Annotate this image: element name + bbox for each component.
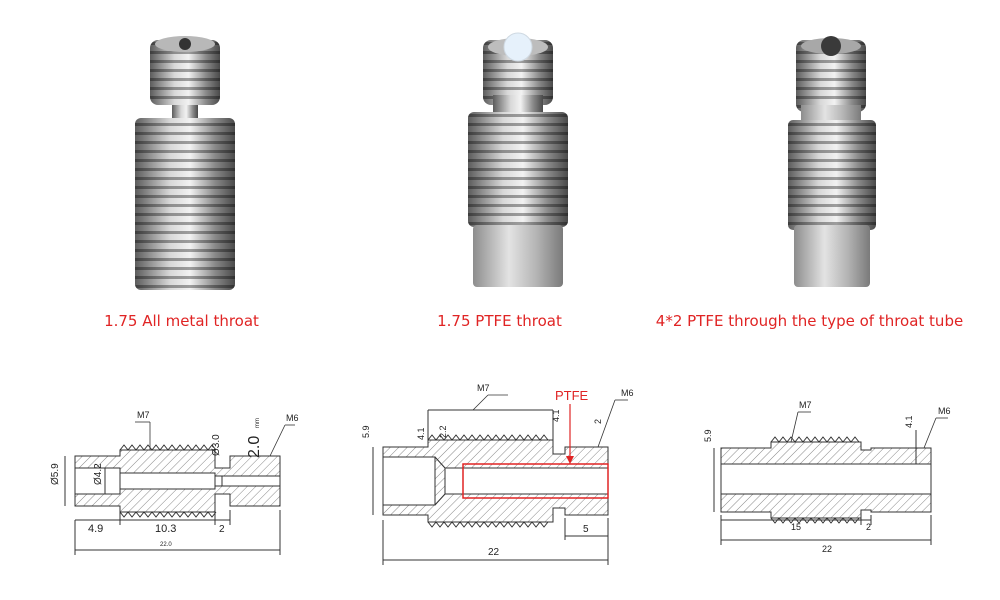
caption-ptfe-through-throat: 4*2 PTFE through the type of throat tube (655, 312, 964, 330)
dim-neck-unit: mm (255, 418, 261, 428)
dim-d1: 4.1 (904, 415, 914, 428)
dim-total: 22.0 (160, 542, 172, 548)
dim-thread-bottom: M6 (286, 413, 299, 423)
dim-neck-length: 2.0 (246, 436, 263, 458)
dim-len-a: 5 (583, 524, 589, 535)
dim-thread-top: M7 (799, 400, 812, 410)
photo-ptfe-through-throat (788, 36, 876, 287)
dim-len-a: 4.9 (88, 523, 103, 535)
dim-outer-dia: Ø5.9 (50, 463, 61, 485)
caption-all-metal-throat: 1.75 All metal throat (104, 312, 259, 330)
dim-thread-bottom: M6 (621, 388, 634, 398)
dim-outer-dia: 5.9 (361, 425, 371, 438)
dim-len-a: 15 (791, 522, 801, 532)
drawing-all-metal-throat: M7 M6 Ø5.9 Ø4.2 Ø3.0 2.0 mm 4.9 10.3 2 2… (50, 410, 299, 555)
dim-neck-bore: Ø3.0 (211, 434, 222, 456)
photo-ptfe-throat (468, 32, 568, 287)
dim-d4: 2 (593, 419, 603, 424)
dim-total: 22 (822, 544, 832, 554)
drawing-ptfe-through-throat: M7 M6 5.9 4.1 15 2 22 (703, 400, 951, 554)
dim-total: 22 (488, 547, 500, 558)
dim-len-b: 10.3 (155, 523, 176, 535)
dim-len-c: 2 (219, 524, 225, 535)
dim-bore: Ø4.2 (93, 463, 104, 485)
dim-d1: 4.1 (416, 427, 426, 440)
dim-d3: 4.1 (551, 409, 561, 422)
dim-thread-top: M7 (137, 410, 150, 420)
dim-d2: 2.2 (438, 425, 448, 438)
ptfe-liner (462, 463, 609, 499)
caption-ptfe-throat: 1.75 PTFE throat (437, 312, 562, 330)
dim-len-b: 2 (866, 522, 871, 532)
dim-thread-top: M7 (477, 383, 490, 393)
photo-all-metal-throat (135, 36, 235, 290)
dim-outer-dia: 5.9 (703, 429, 713, 442)
label-ptfe: PTFE (555, 388, 589, 403)
dim-thread-bottom: M6 (938, 406, 951, 416)
drawing-ptfe-throat: PTFE M7 M6 5.9 4.1 2.2 4.1 2 5 22 (361, 383, 634, 565)
